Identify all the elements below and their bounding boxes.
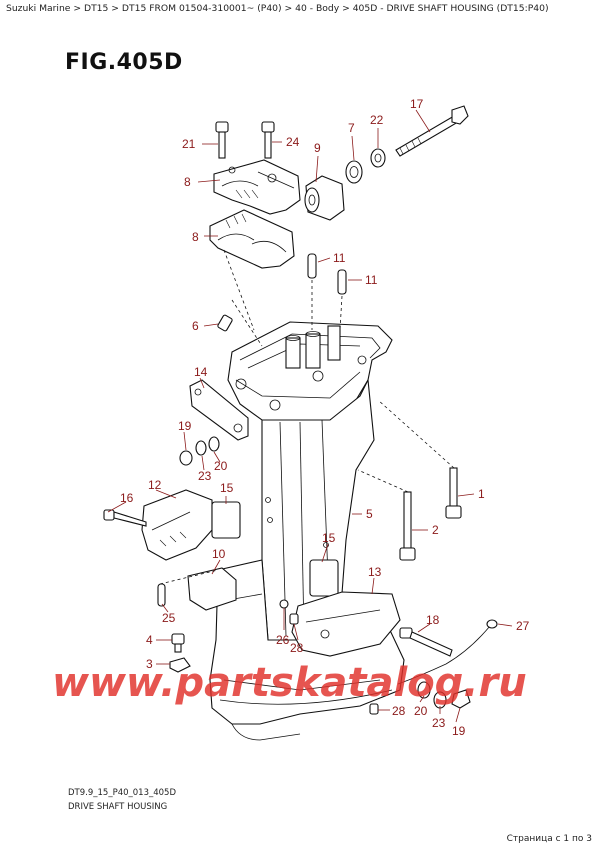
bolt-21 [215, 121, 229, 159]
callout-4: 4 [146, 633, 153, 647]
callout-7: 7 [348, 121, 355, 135]
callout-8-lower: 8 [192, 230, 199, 244]
screw-26 [279, 599, 289, 609]
callout-numbers: 21 24 8 8 9 7 22 17 11 11 6 14 19 23 20 … [120, 97, 530, 738]
nut-3 [169, 657, 191, 673]
nut-19-lower [451, 689, 471, 709]
bolt-2 [399, 491, 416, 561]
bolt-16 [103, 509, 147, 527]
callout-20-lower: 20 [414, 704, 428, 718]
bolt-1 [445, 467, 462, 519]
callout-19-upper: 19 [178, 419, 192, 433]
callout-11-lower: 11 [365, 273, 378, 287]
washer-22 [370, 148, 386, 168]
callout-28-lower: 28 [392, 704, 406, 718]
bolt-24 [261, 121, 275, 159]
callout-24: 24 [286, 135, 300, 149]
lower-mount-12 [141, 489, 213, 561]
callout-5: 5 [366, 507, 373, 521]
callout-8-upper: 8 [184, 175, 191, 189]
callout-10: 10 [212, 547, 226, 561]
callout-25: 25 [162, 611, 176, 625]
bolt-4 [171, 633, 185, 653]
callout-19-lower: 19 [452, 724, 466, 738]
rubber-15-left [211, 501, 241, 539]
pin-11 [307, 253, 347, 295]
watermark: www.partskatalog.ru [52, 660, 527, 706]
diagram-code: DT9.9_15_P40_013_405D [68, 788, 177, 798]
mount-rubber [304, 175, 345, 221]
callout-15-right: 15 [322, 531, 336, 545]
callout-23-lower: 23 [432, 716, 446, 730]
diagram-name: DRIVE SHAFT HOUSING [68, 802, 168, 812]
washer-23-upper [195, 440, 207, 456]
callout-15-left: 15 [220, 481, 234, 495]
washer-7 [345, 160, 363, 184]
callout-18: 18 [426, 613, 440, 627]
callout-12: 12 [148, 478, 162, 492]
figure-title: FIG.405D [65, 50, 183, 75]
callout-6: 6 [192, 319, 199, 333]
upper-mount-bracket [213, 159, 301, 215]
leader-lines [107, 109, 513, 723]
callout-22: 22 [370, 113, 384, 127]
callout-28-upper: 28 [290, 641, 304, 655]
bolt-18 [399, 627, 453, 657]
plug-6 [217, 314, 233, 332]
pin-25 [157, 583, 166, 607]
lower-mount-bracket [209, 209, 295, 269]
washer-20-lower [417, 681, 431, 699]
callout-21: 21 [182, 137, 196, 151]
breadcrumb[interactable]: Suzuki Marine > DT15 > DT15 FROM 01504-3… [6, 3, 549, 14]
gasket-plate [189, 379, 249, 441]
long-bolt-17 [395, 105, 469, 157]
callout-27: 27 [516, 619, 530, 633]
screw-28-upper [289, 613, 299, 625]
callout-26: 26 [276, 633, 290, 647]
rubber-15-right [309, 559, 339, 597]
rubber-10 [187, 567, 237, 611]
nut-19-upper [179, 450, 193, 466]
callout-11-upper: 11 [333, 251, 346, 265]
ground-wire-27 [397, 619, 498, 685]
callout-13: 13 [368, 565, 382, 579]
washer-20-upper [208, 436, 220, 452]
callout-2: 2 [432, 523, 439, 537]
page-indicator: Страница с 1 по 3 [506, 834, 592, 844]
callout-9: 9 [314, 141, 321, 155]
lower-mount-13 [291, 591, 401, 657]
callout-23-upper: 23 [198, 469, 212, 483]
screw-28-lower [369, 703, 379, 715]
callout-1: 1 [478, 487, 485, 501]
callout-16: 16 [120, 491, 134, 505]
callout-20-upper: 20 [214, 459, 228, 473]
callout-17: 17 [410, 97, 424, 111]
callout-3: 3 [146, 657, 153, 671]
callout-14: 14 [194, 365, 208, 379]
